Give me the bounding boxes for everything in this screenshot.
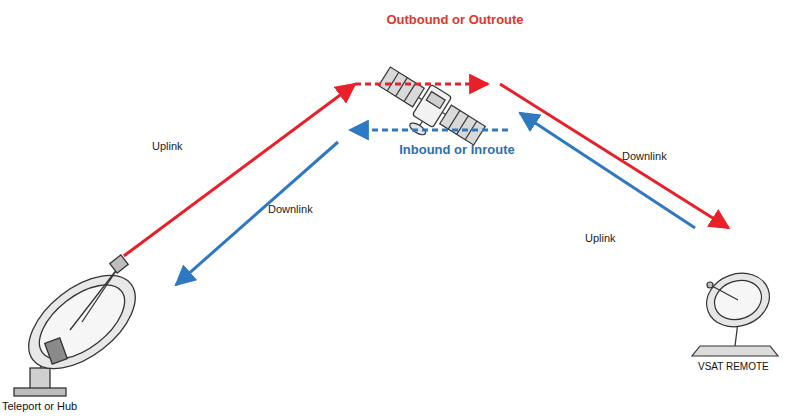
hub-dish-icon [12, 255, 152, 396]
relay-dashed-line [355, 83, 488, 86]
route-label: Inbound or Inroute [392, 142, 522, 158]
link-label: Uplink [585, 232, 616, 244]
link-line [520, 113, 695, 228]
hub-node: Teleport or Hub [2, 256, 176, 416]
link-label: Downlink [268, 203, 313, 215]
inbound-link [176, 113, 695, 285]
outbound-link [124, 84, 729, 256]
link-line [500, 84, 729, 228]
link-line [176, 142, 338, 285]
station-label: Teleport or Hub [2, 400, 77, 412]
vsat-dish-icon [692, 265, 778, 356]
remote-node: VSAT REMOTE [680, 228, 788, 374]
link-label: Uplink [152, 140, 183, 152]
relay-dashed-line [350, 129, 508, 132]
route-label: Outbound or Outroute [385, 12, 525, 28]
station-label: VSAT REMOTE [698, 361, 769, 372]
link-label: Downlink [622, 150, 667, 162]
